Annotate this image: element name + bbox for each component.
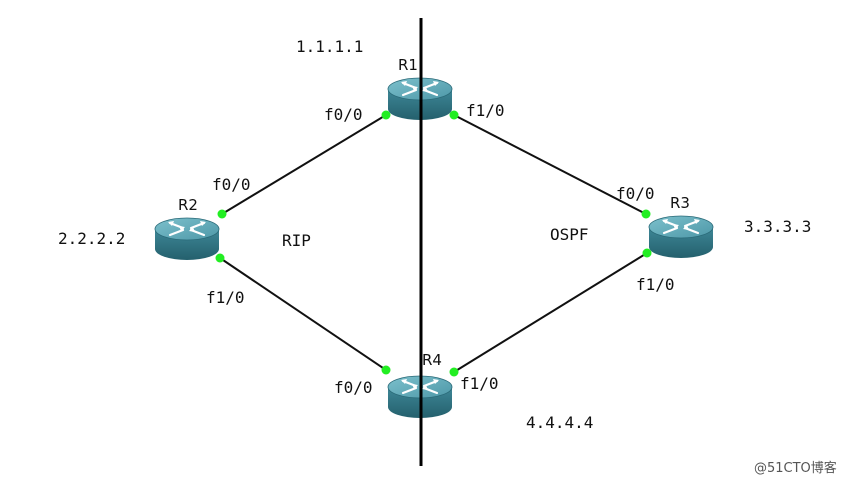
port-dot-r2-f10 bbox=[215, 253, 225, 263]
router-r1-name: R1 bbox=[398, 56, 418, 74]
router-r4-ip: 4.4.4.4 bbox=[526, 413, 593, 432]
interface-label-r2-f10: f1/0 bbox=[206, 288, 245, 307]
router-r4-name: R4 bbox=[422, 351, 442, 369]
port-dot-r1-f00 bbox=[381, 110, 391, 120]
link-r2-r4 bbox=[219, 257, 387, 371]
router-r3-name: R3 bbox=[670, 194, 690, 212]
interface-label-r4-f10: f1/0 bbox=[460, 374, 499, 393]
router-r3-ip: 3.3.3.3 bbox=[744, 217, 811, 236]
router-r2-name: R2 bbox=[178, 196, 198, 214]
interface-label-r3-f10: f1/0 bbox=[636, 275, 675, 294]
router-r2-icon[interactable] bbox=[153, 216, 221, 262]
port-dots bbox=[215, 110, 652, 377]
router-r3-icon[interactable] bbox=[647, 214, 715, 260]
port-dot-r4-f00 bbox=[381, 365, 391, 375]
port-dot-r4-f10 bbox=[449, 367, 459, 377]
link-r1-r3 bbox=[453, 114, 647, 215]
area-label-rip: RIP bbox=[282, 231, 311, 250]
router-r2-ip: 2.2.2.2 bbox=[58, 229, 125, 248]
router-r1-ip: 1.1.1.1 bbox=[296, 37, 363, 56]
link-r2-r1 bbox=[221, 114, 387, 215]
interface-label-r2-f00: f0/0 bbox=[212, 175, 251, 194]
port-dot-r2-f00 bbox=[217, 209, 227, 219]
interface-label-r3-f00: f0/0 bbox=[616, 184, 655, 203]
interface-label-r1-f00: f0/0 bbox=[324, 105, 363, 124]
interface-label-r1-f10: f1/0 bbox=[466, 101, 505, 120]
interface-label-r4-f00: f0/0 bbox=[334, 378, 373, 397]
port-dot-r1-f10 bbox=[449, 110, 459, 120]
watermark-text: @51CTO博客 bbox=[754, 460, 837, 476]
area-label-ospf: OSPF bbox=[550, 225, 589, 244]
link-r4-r3 bbox=[453, 252, 648, 373]
port-dot-r3-f10 bbox=[642, 248, 652, 258]
links bbox=[219, 114, 648, 373]
port-dot-r3-f00 bbox=[641, 209, 651, 219]
